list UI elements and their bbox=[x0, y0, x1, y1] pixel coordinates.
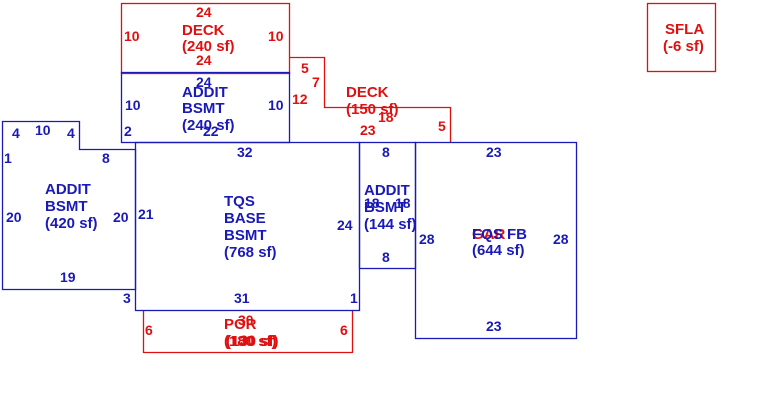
deck-right-dim-23: 23 bbox=[360, 122, 376, 138]
addit-bsmt-top-dim-small: 2 bbox=[124, 123, 132, 139]
fqs-dim-bottom: 23 bbox=[486, 318, 502, 334]
fqs-dim-left: 28 bbox=[419, 231, 435, 247]
tqs-name-1: TQS bbox=[224, 193, 255, 210]
deck-top-name: DECK bbox=[182, 22, 225, 39]
addit-bsmt-top-name-1: ADDIT bbox=[182, 84, 228, 101]
deck-top-outline bbox=[120, 2, 291, 75]
fqs-area: (644 sf) bbox=[472, 242, 525, 259]
fqs-fb-outline bbox=[414, 141, 578, 340]
por-dim-top-2: 30 bbox=[240, 332, 256, 348]
fqs-name: FQS FB bbox=[472, 226, 527, 243]
deck-top-dim-top: 24 bbox=[196, 4, 212, 20]
addit-bsmt-left-name-1: ADDIT bbox=[45, 181, 91, 198]
addit-bsmt-mid-dim-top: 8 bbox=[382, 144, 390, 160]
por-outline bbox=[142, 310, 354, 354]
gar-overlay-name: GAR bbox=[472, 226, 506, 243]
por-dim-left: 6 bbox=[145, 322, 153, 338]
addit-bsmt-left-dim-4a: 4 bbox=[12, 125, 20, 141]
addit-bsmt-left-area: (420 sf) bbox=[45, 215, 98, 232]
fqs-dim-top: 23 bbox=[486, 144, 502, 160]
addit-bsmt-top-dim-left: 10 bbox=[125, 97, 141, 113]
deck-right-area: (150 sf) bbox=[346, 101, 399, 118]
addit-bsmt-left-dim-20b: 20 bbox=[113, 209, 129, 225]
addit-bsmt-left-dim-1: 1 bbox=[4, 150, 12, 166]
fqs-dim-right: 28 bbox=[553, 231, 569, 247]
por-overlay-area: (130 sf) bbox=[226, 333, 279, 350]
addit-bsmt-top-dim-top: 24 bbox=[196, 74, 212, 90]
addit-bsmt-top-dim-bottom: 22 bbox=[203, 123, 219, 139]
tqs-dim-small: 1 bbox=[350, 290, 358, 306]
sfla-area: (-6 sf) bbox=[663, 38, 704, 55]
tqs-name-3: BSMT bbox=[224, 227, 267, 244]
addit-bsmt-mid-dim-right: 18 bbox=[395, 195, 411, 211]
tqs-area: (768 sf) bbox=[224, 244, 277, 261]
tqs-dim-bottom: 31 bbox=[234, 290, 250, 306]
por-dim-right: 6 bbox=[340, 322, 348, 338]
addit-bsmt-left-dim-4b: 4 bbox=[67, 125, 75, 141]
addit-bsmt-left-dim-20a: 20 bbox=[6, 209, 22, 225]
deck-top-dim-right: 10 bbox=[268, 28, 284, 44]
deck-right-dim-5b: 5 bbox=[438, 118, 446, 134]
addit-bsmt-top-dim-right: 10 bbox=[268, 97, 284, 113]
por-name: POR bbox=[224, 316, 257, 333]
sfla-outline bbox=[646, 2, 717, 73]
addit-bsmt-left-dim-10: 10 bbox=[35, 122, 51, 138]
por-dim-top: 30 bbox=[238, 312, 254, 328]
deck-right-outline bbox=[289, 56, 452, 143]
por-area: (180 sf) bbox=[224, 333, 277, 350]
deck-right-dim-7: 7 bbox=[312, 74, 320, 90]
addit-bsmt-mid-dim-left: 18 bbox=[364, 195, 380, 211]
addit-bsmt-mid-area: (144 sf) bbox=[364, 216, 417, 233]
addit-bsmt-top-area: (240 sf) bbox=[182, 117, 235, 134]
deck-right-dim-18: 18 bbox=[378, 109, 394, 125]
addit-bsmt-top-name-2: BSMT bbox=[182, 100, 225, 117]
addit-bsmt-mid-dim-bottom: 8 bbox=[382, 249, 390, 265]
tqs-dim-left: 21 bbox=[138, 206, 154, 222]
addit-bsmt-left-dim-19: 19 bbox=[60, 269, 76, 285]
addit-bsmt-left-dim-3: 3 bbox=[123, 290, 131, 306]
deck-top-dim-left: 10 bbox=[124, 28, 140, 44]
addit-bsmt-left-name-2: BSMT bbox=[45, 198, 88, 215]
addit-bsmt-mid-name-2: BSMT bbox=[364, 199, 407, 216]
sfla-name: SFLA bbox=[665, 21, 704, 38]
deck-top-area: (240 sf) bbox=[182, 38, 235, 55]
tqs-dim-top: 32 bbox=[237, 144, 253, 160]
deck-right-name: DECK bbox=[346, 84, 389, 101]
deck-right-dim-12: 12 bbox=[292, 91, 308, 107]
addit-bsmt-mid-name-1: ADDIT bbox=[364, 182, 410, 199]
tqs-name-2: BASE bbox=[224, 210, 266, 227]
tqs-dim-right: 24 bbox=[337, 217, 353, 233]
addit-bsmt-left-dim-8: 8 bbox=[102, 150, 110, 166]
deck-top-dim-bottom: 24 bbox=[196, 52, 212, 68]
deck-right-dim-5: 5 bbox=[301, 60, 309, 76]
